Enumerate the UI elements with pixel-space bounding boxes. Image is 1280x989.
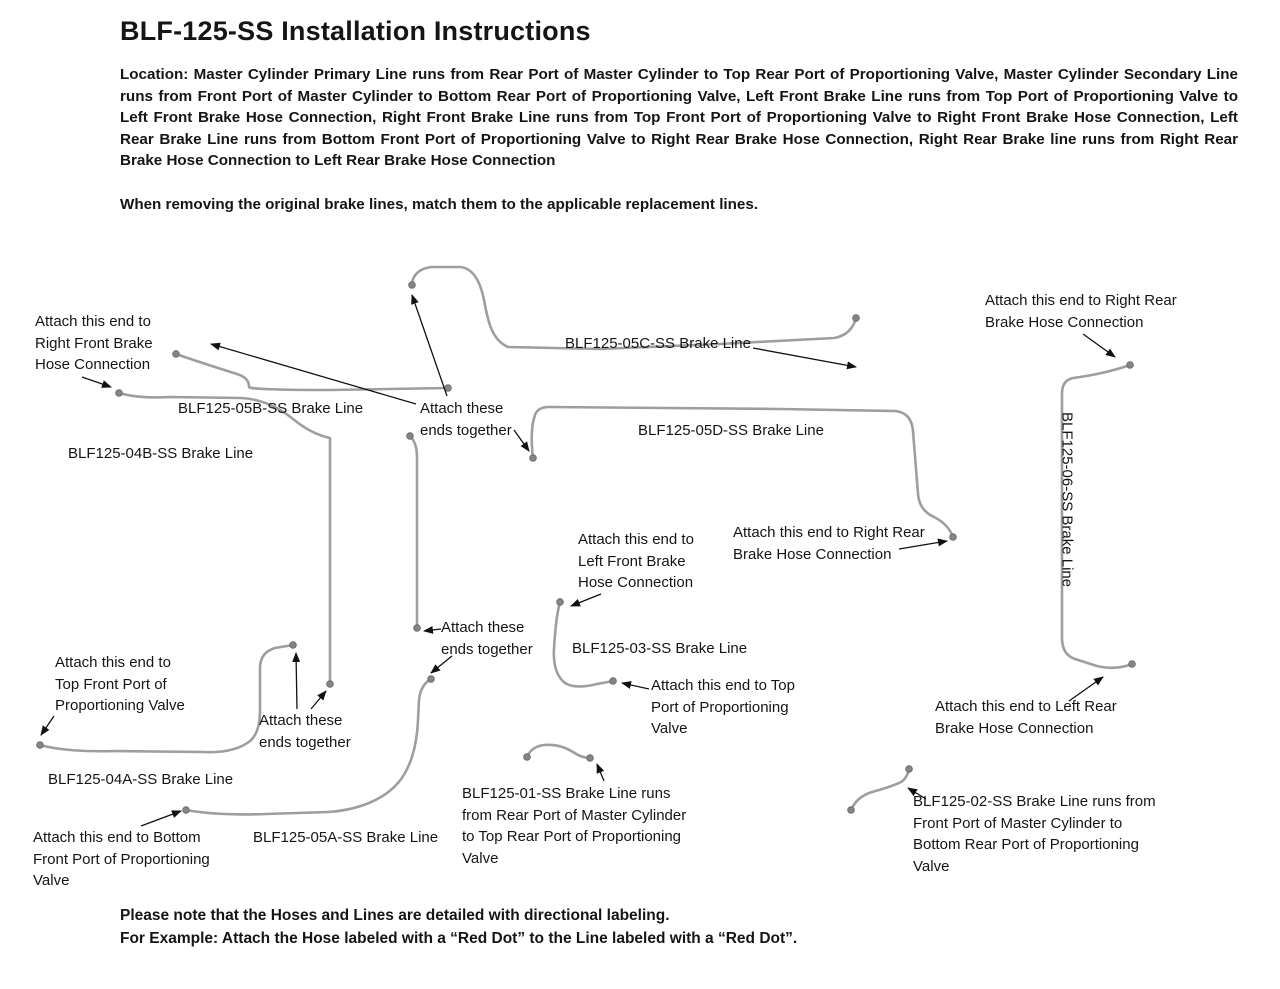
fitting: [852, 314, 860, 322]
brake-line-04b: [117, 391, 332, 686]
brake-line-05b: [174, 352, 450, 392]
location-paragraph: Location: Master Cylinder Primary Line r…: [120, 66, 1238, 169]
page-title: BLF-125-SS Installation Instructions: [120, 16, 591, 46]
fitting: [406, 432, 414, 440]
label-attach-left-rear-hose: Attach this end to Left Rear Brake Hose …: [935, 698, 1117, 737]
arrow-together-top-c: [513, 429, 530, 452]
fitting: [427, 675, 435, 683]
arrow-together-left-b: [310, 690, 327, 710]
arrow-together-center-b: [430, 655, 453, 674]
label-line-03: BLF125-03-SS Brake Line: [572, 640, 748, 657]
fitting: [529, 454, 537, 462]
arrow-right-front-hose: [81, 376, 112, 388]
fittings: [36, 281, 1136, 814]
label-attach-top-port: Attach this end to Top Port of Proportio…: [651, 677, 795, 737]
label-line-02-runs: BLF125-02-SS Brake Line runs from Front …: [913, 793, 1156, 875]
arrow-top-front-port: [40, 715, 55, 736]
brake-line-connector-vertical: [408, 434, 419, 630]
label-line-06: BLF125-06-SS Brake Line: [1058, 412, 1076, 588]
fitting: [172, 350, 180, 358]
label-line-01-runs: BLF125-01-SS Brake Line runs from Rear P…: [462, 785, 687, 867]
fitting: [847, 806, 855, 814]
fitting: [1128, 660, 1136, 668]
fitting: [413, 624, 421, 632]
fitting: [182, 806, 190, 814]
arrow-05c-label: [752, 347, 857, 370]
fitting: [408, 281, 416, 289]
label-attach-together-left: Attach these ends together: [259, 712, 351, 751]
fitting: [609, 677, 617, 685]
footer-line-1: Please note that the Hoses and Lines are…: [120, 907, 670, 924]
arrow-together-top-a: [411, 294, 448, 397]
fitting: [586, 754, 594, 762]
brake-line-01: [525, 743, 592, 760]
label-line-05b: BLF125-05B-SS Brake Line: [178, 400, 364, 417]
label-attach-right-front-hose: Attach this end to Right Front Brake Hos…: [35, 313, 153, 373]
fitting: [326, 680, 334, 688]
arrow-02-line: [907, 787, 927, 800]
label-line-05d: BLF125-05D-SS Brake Line: [638, 422, 824, 439]
arrow-top-port: [621, 681, 650, 690]
arrow-together-center-a: [423, 625, 442, 634]
brake-line-05a: [184, 677, 433, 816]
label-attach-right-rear-hose-top: Attach this end to Right Rear Brake Hose…: [985, 292, 1177, 331]
label-attach-together-top: Attach these ends together: [420, 400, 512, 439]
label-attach-right-rear-hose-mid: Attach this end to Right Rear Brake Hose…: [733, 524, 925, 563]
fitting: [289, 641, 297, 649]
fitting: [949, 533, 957, 541]
arrow-together-top-b: [210, 342, 417, 405]
arrow-bottom-front-port: [140, 810, 182, 827]
footer-note: Please note that the Hoses and Lines are…: [120, 904, 797, 950]
arrow-right-rear-hose-mid: [898, 538, 948, 550]
arrow-left-rear-hose: [1068, 676, 1104, 702]
brake-line-05d: [530, 405, 955, 539]
fitting: [36, 741, 44, 749]
brake-line-03: [552, 600, 615, 688]
label-line-04a: BLF125-04A-SS Brake Line: [48, 771, 234, 788]
label-line-05c: BLF125-05C-SS Brake Line: [565, 335, 751, 352]
fitting: [523, 753, 531, 761]
footer-line-2: For Example: Attach the Hose labeled wit…: [120, 930, 798, 947]
label-line-04b: BLF125-04B-SS Brake Line: [68, 445, 254, 462]
label-attach-top-front-port: Attach this end to Top Front Port of Pro…: [55, 654, 185, 714]
fitting: [1126, 361, 1134, 369]
removal-note: When removing the original brake lines, …: [120, 196, 759, 213]
fitting: [905, 765, 913, 773]
brake-line-06: [1060, 363, 1134, 670]
label-attach-together-center: Attach these ends together: [441, 619, 533, 658]
arrow-together-left-a: [292, 652, 301, 710]
label-attach-bottom-front-port: Attach this end to Bottom Front Port of …: [33, 829, 210, 889]
label-line-05a: BLF125-05A-SS Brake Line: [253, 829, 439, 846]
arrow-01-line: [596, 763, 605, 782]
brake-line-05c: [410, 265, 858, 351]
label-attach-left-front-hose: Attach this end to Left Front Brake Hose…: [578, 531, 694, 591]
arrow-left-front-hose: [570, 593, 602, 607]
fitting: [115, 389, 123, 397]
brake-line-04a: [38, 643, 295, 754]
brake-line-02: [849, 767, 911, 812]
arrow-right-rear-hose-top: [1082, 333, 1116, 358]
fitting: [556, 598, 564, 606]
